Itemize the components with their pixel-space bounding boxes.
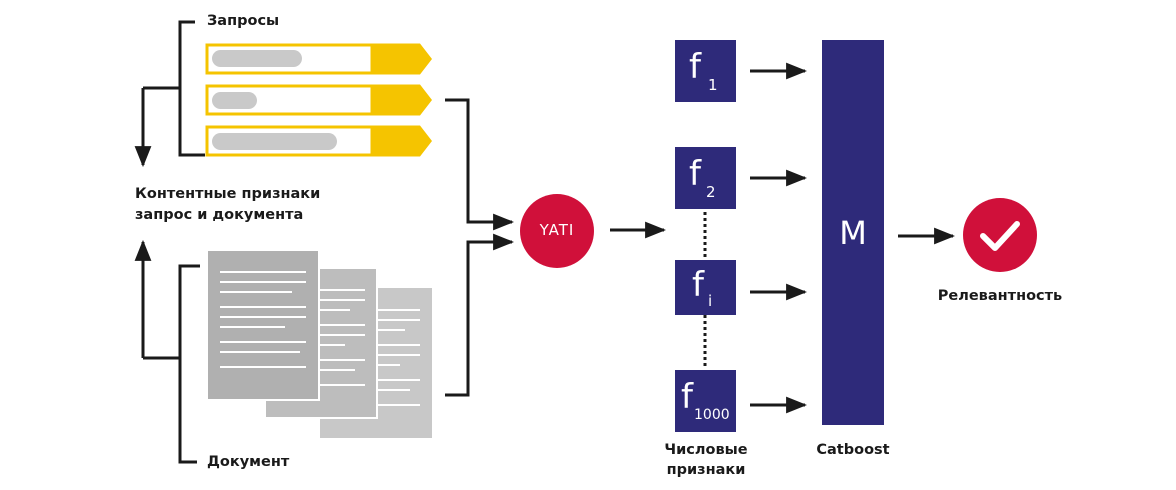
feature-subscript: i bbox=[708, 292, 713, 310]
feature-subscript: 1000 bbox=[694, 407, 730, 423]
feature-box-f2: f 2 bbox=[675, 147, 736, 209]
arrow-queries-to-yati bbox=[445, 98, 515, 231]
relevance-label: Релевантность bbox=[937, 288, 1063, 304]
query-item bbox=[205, 43, 432, 75]
document-page bbox=[206, 249, 320, 401]
feature-box-f1: f 1 bbox=[675, 40, 736, 102]
numeric-features-label-line2: признаки bbox=[666, 462, 746, 478]
feature-symbol: f bbox=[689, 154, 701, 194]
relevance-check-icon bbox=[963, 198, 1037, 272]
document-label: Документ bbox=[207, 454, 290, 470]
arrow-documents-to-yati bbox=[445, 233, 515, 397]
feature-symbol: f bbox=[692, 265, 704, 305]
query-item bbox=[205, 84, 432, 116]
catboost-model-box: M bbox=[822, 40, 884, 425]
model-label: M bbox=[839, 214, 867, 252]
document-bracket bbox=[178, 264, 200, 464]
yati-label: YATI bbox=[539, 221, 575, 239]
queries-bracket bbox=[178, 20, 205, 157]
feature-box-f1000: f 1000 bbox=[675, 370, 736, 432]
feature-subscript: 1 bbox=[708, 76, 718, 94]
content-features-label-line1: Контентные признаки bbox=[135, 186, 321, 202]
feature-symbol: f bbox=[681, 377, 693, 417]
query-item bbox=[205, 125, 432, 157]
catboost-label: Catboost bbox=[816, 442, 890, 458]
feature-subscript: 2 bbox=[706, 183, 716, 201]
feature-symbol: f bbox=[689, 47, 701, 87]
yati-node bbox=[520, 194, 594, 268]
feature-box-fi: f i bbox=[675, 260, 736, 315]
content-features-label-line2: запрос и документа bbox=[135, 207, 304, 223]
numeric-features-label-line1: Числовые bbox=[664, 442, 748, 458]
queries-label: Запросы bbox=[207, 13, 280, 29]
